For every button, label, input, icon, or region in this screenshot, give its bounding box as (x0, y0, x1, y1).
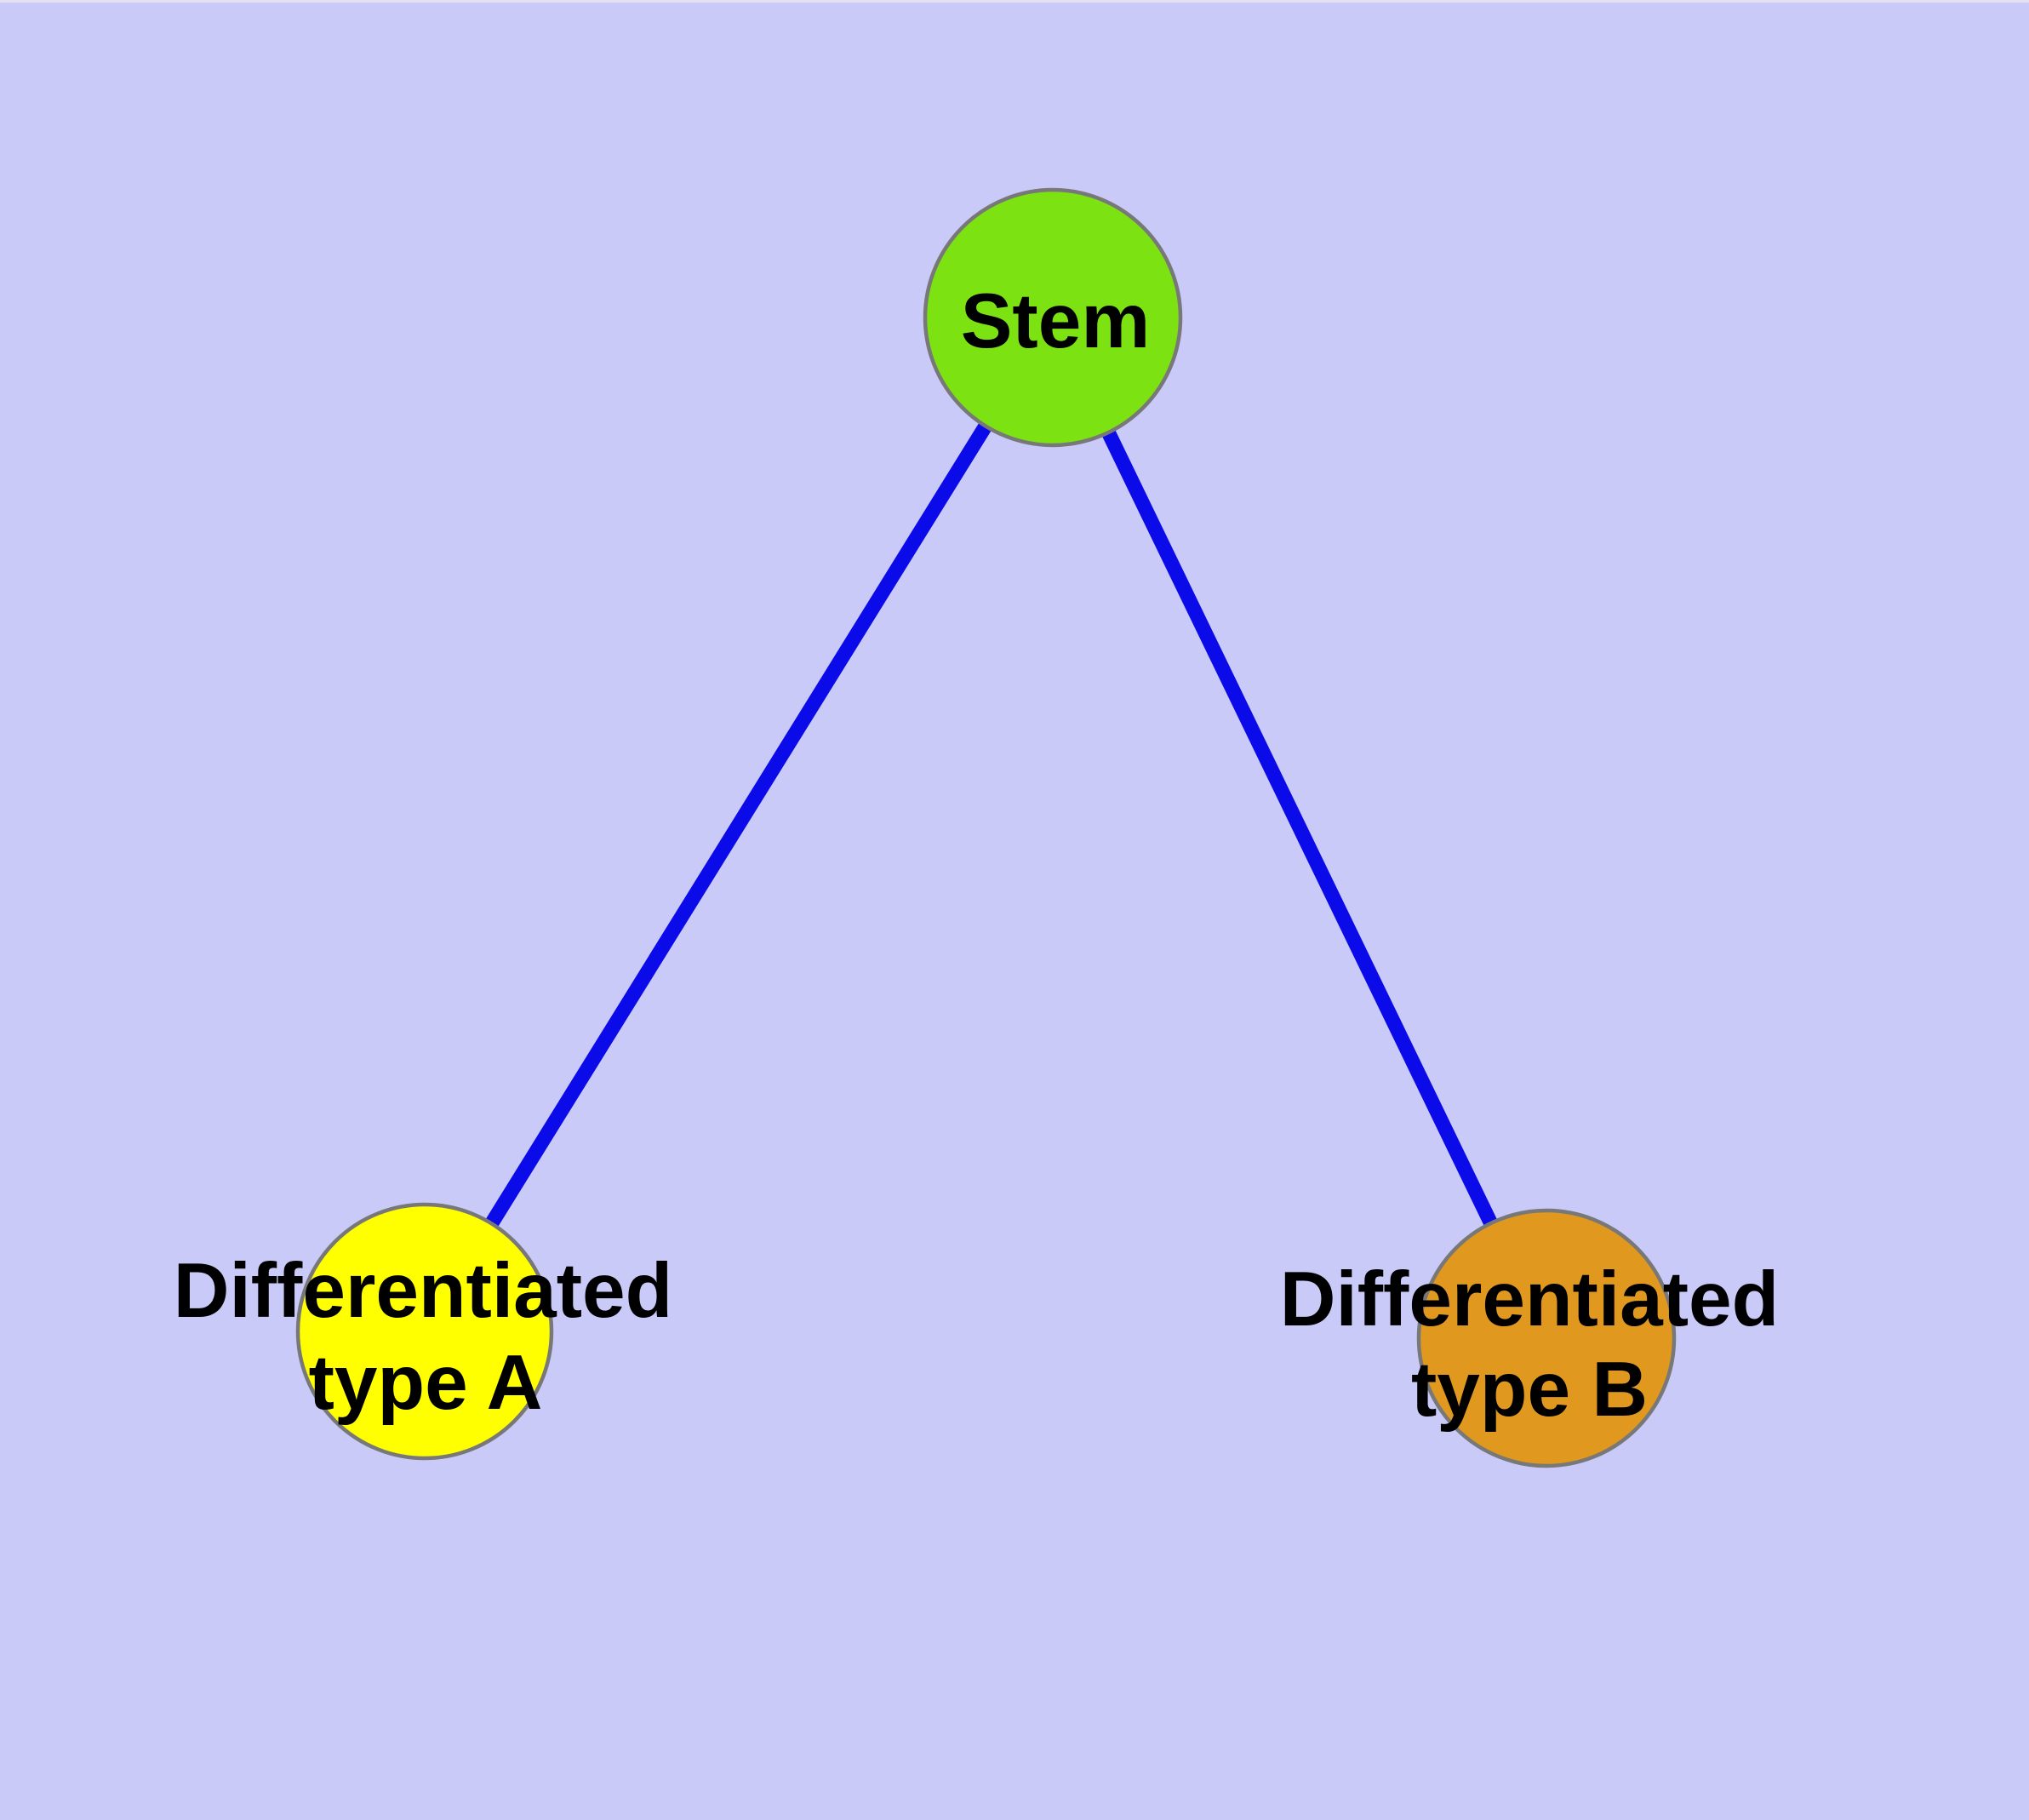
node-type-b: Differentiated type B (1280, 1208, 1780, 1468)
node-stem-circle (923, 187, 1183, 448)
top-edge-highlight (0, 0, 2029, 3)
node-type-b-label-line2: type B (1411, 1347, 1648, 1433)
edge-stem-to-type-a (418, 313, 1060, 1336)
node-type-a-label-line2: type A (309, 1340, 543, 1426)
node-type-a-circle (295, 1202, 554, 1461)
node-type-a: Differentiated type A (174, 1202, 673, 1461)
node-type-b-circle (1416, 1208, 1677, 1468)
node-type-a-label-line1: Differentiated (174, 1248, 673, 1334)
edge-stem-to-type-b (1046, 314, 1553, 1342)
node-stem-label: Stem (961, 278, 1151, 364)
node-type-b-label-line1: Differentiated (1280, 1256, 1780, 1342)
node-stem: Stem (923, 187, 1183, 448)
